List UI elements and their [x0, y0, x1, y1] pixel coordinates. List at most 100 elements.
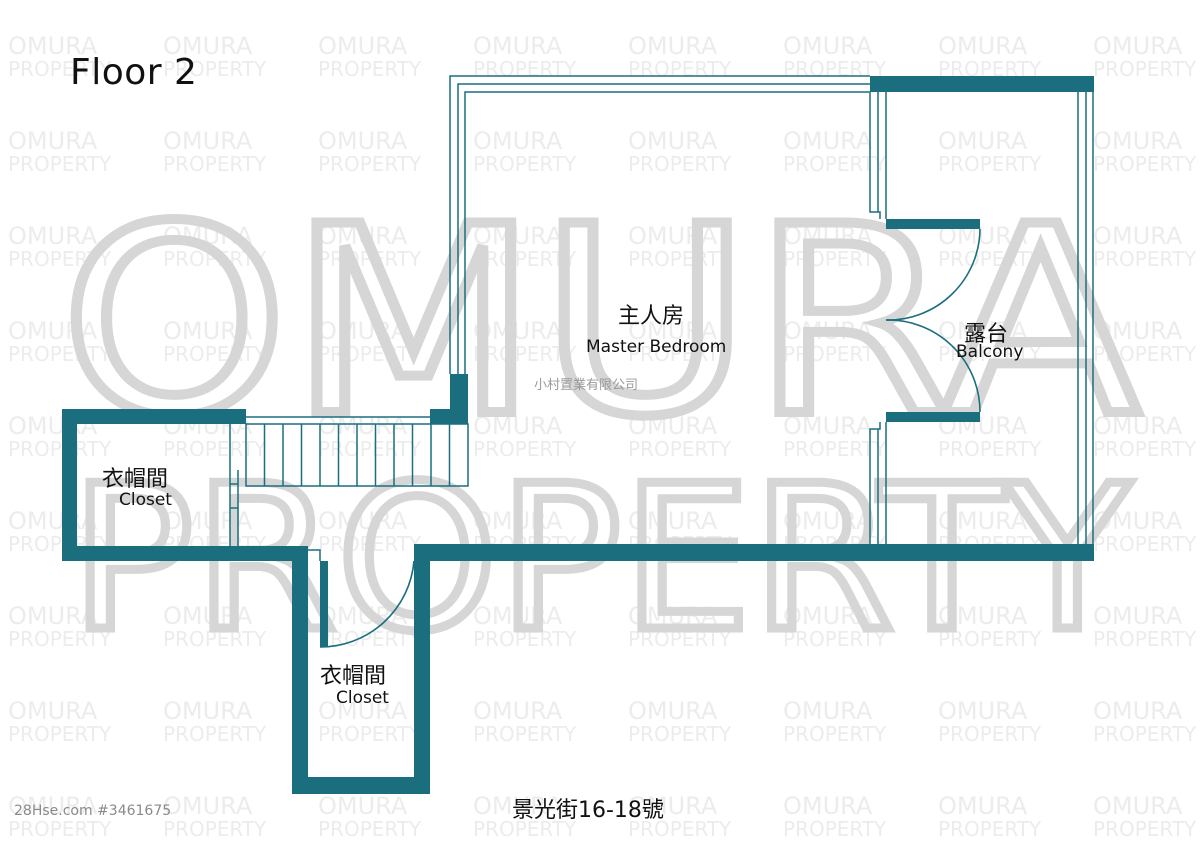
watermark-tile-line1: OMURA	[783, 127, 873, 155]
watermark-tile-line1: OMURA	[1093, 222, 1183, 250]
watermark-tile-line1: OMURA	[938, 792, 1028, 820]
balcony-door-leaf-bottom-line	[976, 412, 980, 422]
watermark-tile-line2: PROPERTY	[163, 342, 267, 366]
watermark-tile-line2: PROPERTY	[938, 342, 1042, 366]
wall-bottom-left	[62, 546, 308, 561]
watermark-tile-line1: OMURA	[8, 792, 98, 820]
watermark-tile-line2: PROPERTY	[1093, 57, 1197, 81]
watermark-tile-line2: PROPERTY	[628, 57, 732, 81]
watermark-tile-line1: OMURA	[318, 317, 408, 345]
watermark-tile-line2: PROPERTY	[473, 342, 577, 366]
watermark-tile-line1: OMURA	[628, 792, 718, 820]
watermark-tile-line2: PROPERTY	[628, 627, 732, 651]
watermark-tile-line2: PROPERTY	[783, 342, 887, 366]
watermark-tile-line1: OMURA	[318, 507, 408, 535]
watermark-tile-line1: OMURA	[783, 602, 873, 630]
watermark-tile-line1: OMURA	[8, 317, 98, 345]
watermark-tile-line2: PROPERTY	[163, 247, 267, 271]
master-bedroom-zh: 主人房	[618, 304, 685, 329]
watermark-tile-line1: OMURA	[318, 127, 408, 155]
watermark-tile-line1: OMURA	[938, 317, 1028, 345]
watermark-tile-line1: OMURA	[783, 697, 873, 725]
watermark-tile-line1: OMURA	[938, 602, 1028, 630]
watermark-tile-line2: PROPERTY	[1093, 247, 1197, 271]
watermark-tile-line1: OMURA	[473, 127, 563, 155]
wall-column-vertical	[450, 374, 468, 424]
watermark-tile-line2: PROPERTY	[938, 437, 1042, 461]
wall-left-closet-top	[62, 409, 246, 424]
watermark-tile-line1: OMURA	[628, 317, 718, 345]
watermark-tile-line1: OMURA	[1093, 127, 1183, 155]
watermark-tile-line1: OMURA	[783, 507, 873, 535]
watermark-tile-line2: PROPERTY	[628, 247, 732, 271]
watermark-tile-line2: PROPERTY	[8, 152, 112, 176]
watermark-tile-line2: PROPERTY	[318, 722, 422, 746]
balcony-zh: 露台	[964, 322, 1009, 347]
watermark-tile-line2: PROPERTY	[318, 627, 422, 651]
watermark-tile-line2: PROPERTY	[783, 722, 887, 746]
watermark-tile-line2: PROPERTY	[1093, 817, 1197, 841]
agency-name: 小村置業有限公司	[534, 378, 639, 393]
watermark-tile-line1: OMURA	[318, 697, 408, 725]
watermark-tile-line1: OMURA	[473, 412, 563, 440]
closet-door	[319, 560, 415, 648]
watermark-tile-line2: PROPERTY	[8, 247, 112, 271]
watermark-tile-line2: PROPERTY	[938, 247, 1042, 271]
watermark-tile-line1: OMURA	[783, 32, 873, 60]
watermark-tile-line2: PROPERTY	[1093, 722, 1197, 746]
watermark-tile-line1: OMURA	[473, 222, 563, 250]
watermark-tile-line2: PROPERTY	[783, 817, 887, 841]
balcony-en: Balcony	[956, 342, 1024, 362]
watermark-tile-line2: PROPERTY	[163, 437, 267, 461]
watermark-tile-line2: PROPERTY	[163, 627, 267, 651]
watermark-tile-line2: PROPERTY	[318, 342, 422, 366]
watermark-tile-line2: PROPERTY	[8, 342, 112, 366]
watermark-tile-line1: OMURA	[938, 127, 1028, 155]
watermark-tile-line2: PROPERTY	[938, 817, 1042, 841]
watermark-tile-line2: PROPERTY	[473, 817, 577, 841]
watermark-tile-line2: PROPERTY	[473, 437, 577, 461]
walls	[62, 76, 1094, 794]
watermark-tile-line1: OMURA	[163, 792, 253, 820]
watermark-tile-line2: PROPERTY	[163, 57, 267, 81]
watermark-tile-line1: OMURA	[1093, 697, 1183, 725]
watermark-tile-line1: OMURA	[1093, 507, 1183, 535]
balcony-doors	[885, 228, 981, 413]
watermark-tile-line2: PROPERTY	[783, 57, 887, 81]
watermark-tile-line2: PROPERTY	[473, 57, 577, 81]
watermark-tile-line2: PROPERTY	[1093, 532, 1197, 556]
watermark-tile-line1: OMURA	[473, 697, 563, 725]
wall-left-closet-left	[62, 409, 77, 561]
watermark-tile-line1: OMURA	[163, 32, 253, 60]
watermark-tile-line2: PROPERTY	[628, 722, 732, 746]
watermark-tile-line2: PROPERTY	[628, 817, 732, 841]
wall-bottom-right	[414, 544, 1094, 561]
watermark-tile-line1: OMURA	[163, 697, 253, 725]
watermark-tile-line1: OMURA	[8, 602, 98, 630]
watermark-tile-line2: PROPERTY	[1093, 437, 1197, 461]
wall-bottom-closet-left	[292, 546, 308, 794]
watermark-tile-line2: PROPERTY	[783, 627, 887, 651]
watermark-tile-line1: OMURA	[938, 697, 1028, 725]
watermark-tile-line1: OMURA	[628, 412, 718, 440]
master-bedroom-en: Master Bedroom	[586, 337, 727, 357]
watermark-tile-line1: OMURA	[938, 32, 1028, 60]
watermark-tile-line1: OMURA	[628, 32, 718, 60]
watermark-tile-line2: PROPERTY	[8, 627, 112, 651]
watermark-tile-line2: PROPERTY	[318, 57, 422, 81]
watermark-tile-line2: PROPERTY	[318, 817, 422, 841]
wall-bottom-closet-right	[414, 546, 430, 794]
closet-left-zh: 衣帽間	[102, 467, 169, 492]
balcony-door-arc-bottom	[885, 319, 981, 413]
watermark-tile-line2: PROPERTY	[8, 57, 112, 81]
watermark-tile-line1: OMURA	[318, 792, 408, 820]
watermark-tile-line1: OMURA	[318, 222, 408, 250]
watermark-tile-line2: PROPERTY	[1093, 152, 1197, 176]
staircase	[245, 423, 469, 487]
closet-bottom-en: Closet	[336, 688, 389, 708]
watermark-tile-line2: PROPERTY	[473, 722, 577, 746]
watermark-tile-line1: OMURA	[628, 697, 718, 725]
watermark-tile-line1: OMURA	[8, 32, 98, 60]
watermark-tile-line1: OMURA	[1093, 792, 1183, 820]
closet-door-arc	[319, 560, 415, 648]
